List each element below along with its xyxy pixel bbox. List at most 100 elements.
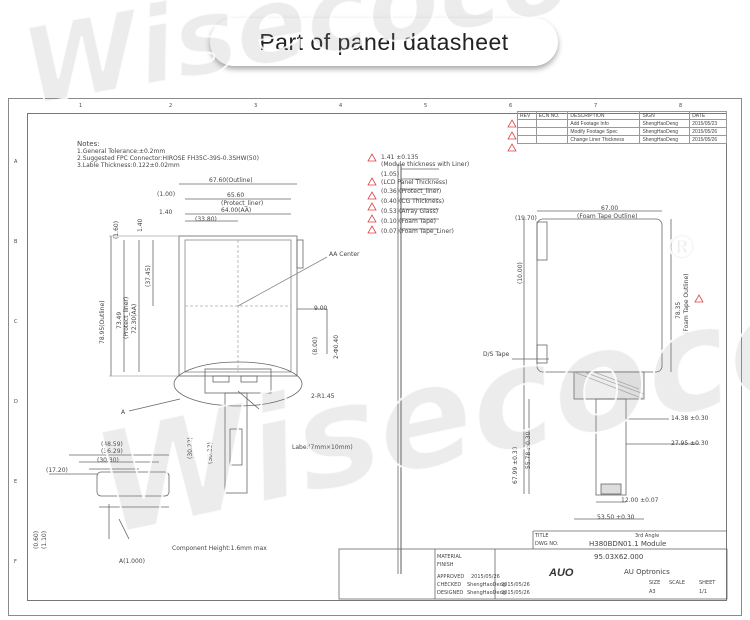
- dim-label: (0.10)(Foam Tape): [381, 218, 436, 225]
- rev-cell: [517, 135, 537, 144]
- grid-col-1: 1: [79, 103, 83, 109]
- component-height-label: Component Height:1.6mm max: [172, 545, 267, 552]
- rev-cell: [535, 127, 569, 136]
- registered-icon: ®: [664, 227, 700, 269]
- dim-label: (48.59): [101, 441, 123, 448]
- rev-cell: 2015/05/26: [689, 135, 727, 144]
- grid-col-6: 6: [509, 103, 513, 109]
- grid-col-8: 8: [679, 103, 683, 109]
- grid-row-e: E: [14, 479, 18, 485]
- rev-cell: ShengHaoDeng: [639, 127, 691, 136]
- grid-row-c: C: [14, 319, 18, 325]
- rev-cell: 2015/05/23: [689, 119, 727, 128]
- dim-label: 1.40: [137, 218, 144, 232]
- drawing-frame: 1 2 3 4 5 6 7 8 A B C D E F: [8, 98, 742, 616]
- tb-date: 2015/05/26: [501, 590, 530, 596]
- dim-label: (0.60): [33, 530, 40, 549]
- dim-label: (19.70): [515, 215, 537, 222]
- tb-label: SHEET: [699, 580, 716, 586]
- rev-header: DATE: [689, 111, 727, 120]
- drawing-border: [27, 113, 727, 601]
- revision-header-row: REV ECN NO. DESCRIPTION SIGN DATE: [517, 111, 727, 120]
- dim-label: 12.00 ±0.07: [621, 497, 659, 504]
- grid-row-f: F: [14, 559, 17, 565]
- dim-label: (Module thickness with Liner): [381, 161, 470, 168]
- front-panel-outline: [178, 235, 298, 377]
- tb-model: H380BDN01.1 Module: [589, 540, 667, 548]
- tb-label: TITLE: [535, 533, 549, 539]
- dim-label: (1.05): [381, 171, 400, 178]
- dim-label: (Foam Tape Outline): [577, 213, 638, 220]
- tb-drawing-no: 95.03X62.000: [594, 553, 644, 561]
- rev-cell: [517, 119, 537, 128]
- tb-company: AU Optronics: [624, 568, 670, 576]
- rev-cell: [517, 127, 537, 136]
- dim-label: (0.36)(Protect_liner): [381, 188, 442, 195]
- rev-cell: ShengHaoDeng: [639, 119, 691, 128]
- dim-label: 14.38 ±0.30: [671, 415, 709, 422]
- dim-label: (10.00): [517, 262, 524, 284]
- grid-row-d: D: [14, 399, 18, 405]
- rev-header: DESCRIPTION: [567, 111, 641, 120]
- dim-label: 64.00(AA): [221, 207, 252, 214]
- dim-label: (36.29): [101, 448, 123, 455]
- detail-marker-label: A: [121, 409, 126, 416]
- page-header-pill: Part of panel datasheet: [210, 18, 558, 66]
- dim-label: (1.00): [157, 191, 176, 198]
- notes-line: 3.Lable Thickness:0.122±0.02mm: [77, 162, 180, 169]
- tb-date: 2015/05/26: [501, 582, 530, 588]
- dim-label: (0.40)(CG Thickness): [381, 198, 445, 205]
- notes-block: Notes: 1.General Tolerance:±0.2mm 2.Sugg…: [77, 141, 259, 170]
- dim-label: 67.60(Outline): [209, 177, 253, 184]
- dim-label: (37.45): [145, 265, 152, 287]
- technical-drawing: [49, 119, 728, 600]
- dim-label: (Protect_liner): [123, 296, 130, 339]
- tb-label: SCALE: [669, 580, 686, 586]
- grid-row-b: B: [14, 239, 18, 245]
- tb-name: ShengHaoDeng: [467, 590, 506, 596]
- dim-label: (1.10): [41, 530, 48, 549]
- rev-cell: 2015/05/26: [689, 127, 727, 136]
- dim-label: 67.00: [601, 205, 619, 212]
- grid-row-a: A: [14, 159, 18, 165]
- rev-header: SIGN: [639, 111, 691, 120]
- fpc-label-size: Label(7mm×10mm): [292, 444, 353, 451]
- tb-label: APPROVED: [437, 574, 465, 580]
- grid-col-2: 2: [169, 103, 173, 109]
- page-title: Part of panel datasheet: [259, 28, 509, 55]
- rev-cell: ShengHaoDeng: [639, 135, 691, 144]
- grid-col-3: 3: [254, 103, 258, 109]
- tb-label: CHECKED: [437, 582, 462, 588]
- dim-label: (30.30): [97, 457, 119, 464]
- dim-label: (17.20): [46, 467, 68, 474]
- dim-label: (0.07)(Foam Tape_Liner): [381, 228, 454, 235]
- rev-cell: Add Footage Info: [567, 119, 641, 128]
- grid-col-7: 7: [594, 103, 598, 109]
- notes-line: 1.General Tolerance:±0.2mm: [77, 148, 166, 155]
- rev-cell: [535, 119, 569, 128]
- rev-cell: Change Liner Thickness: [567, 135, 641, 144]
- dim-label: 73.49: [116, 311, 123, 329]
- dim-label: 1.40: [159, 209, 173, 216]
- rev-cell: [535, 135, 569, 144]
- tb-label: FINISH: [437, 562, 454, 568]
- tb-label: DWG NO.: [535, 541, 559, 547]
- dim-label: 65.60: [227, 192, 245, 199]
- dim-label: (Protect_liner): [221, 200, 264, 207]
- tb-label: DESIGNED: [437, 590, 464, 596]
- dim-label: 53.50 ±0.30: [597, 514, 635, 521]
- rev-header: ECN NO.: [535, 111, 569, 120]
- dim-label: 27.95 ±0.30: [671, 440, 709, 447]
- grid-col-4: 4: [339, 103, 343, 109]
- revision-table: REV ECN NO. DESCRIPTION SIGN DATE Add Fo…: [517, 111, 727, 144]
- detail-a-label: A(1.000): [119, 558, 145, 565]
- tb-label: SIZE: [649, 580, 661, 586]
- tb-label: MATERIAL: [437, 554, 462, 560]
- grid-col-5: 5: [424, 103, 428, 109]
- tb-value: 3rd Angle: [635, 533, 660, 539]
- dim-label: (1.60): [113, 220, 120, 239]
- dim-label: 1.41 ±0.135: [381, 154, 419, 161]
- dim-label: 72.30(AA): [131, 303, 138, 334]
- tb-value: 1/1: [699, 589, 708, 595]
